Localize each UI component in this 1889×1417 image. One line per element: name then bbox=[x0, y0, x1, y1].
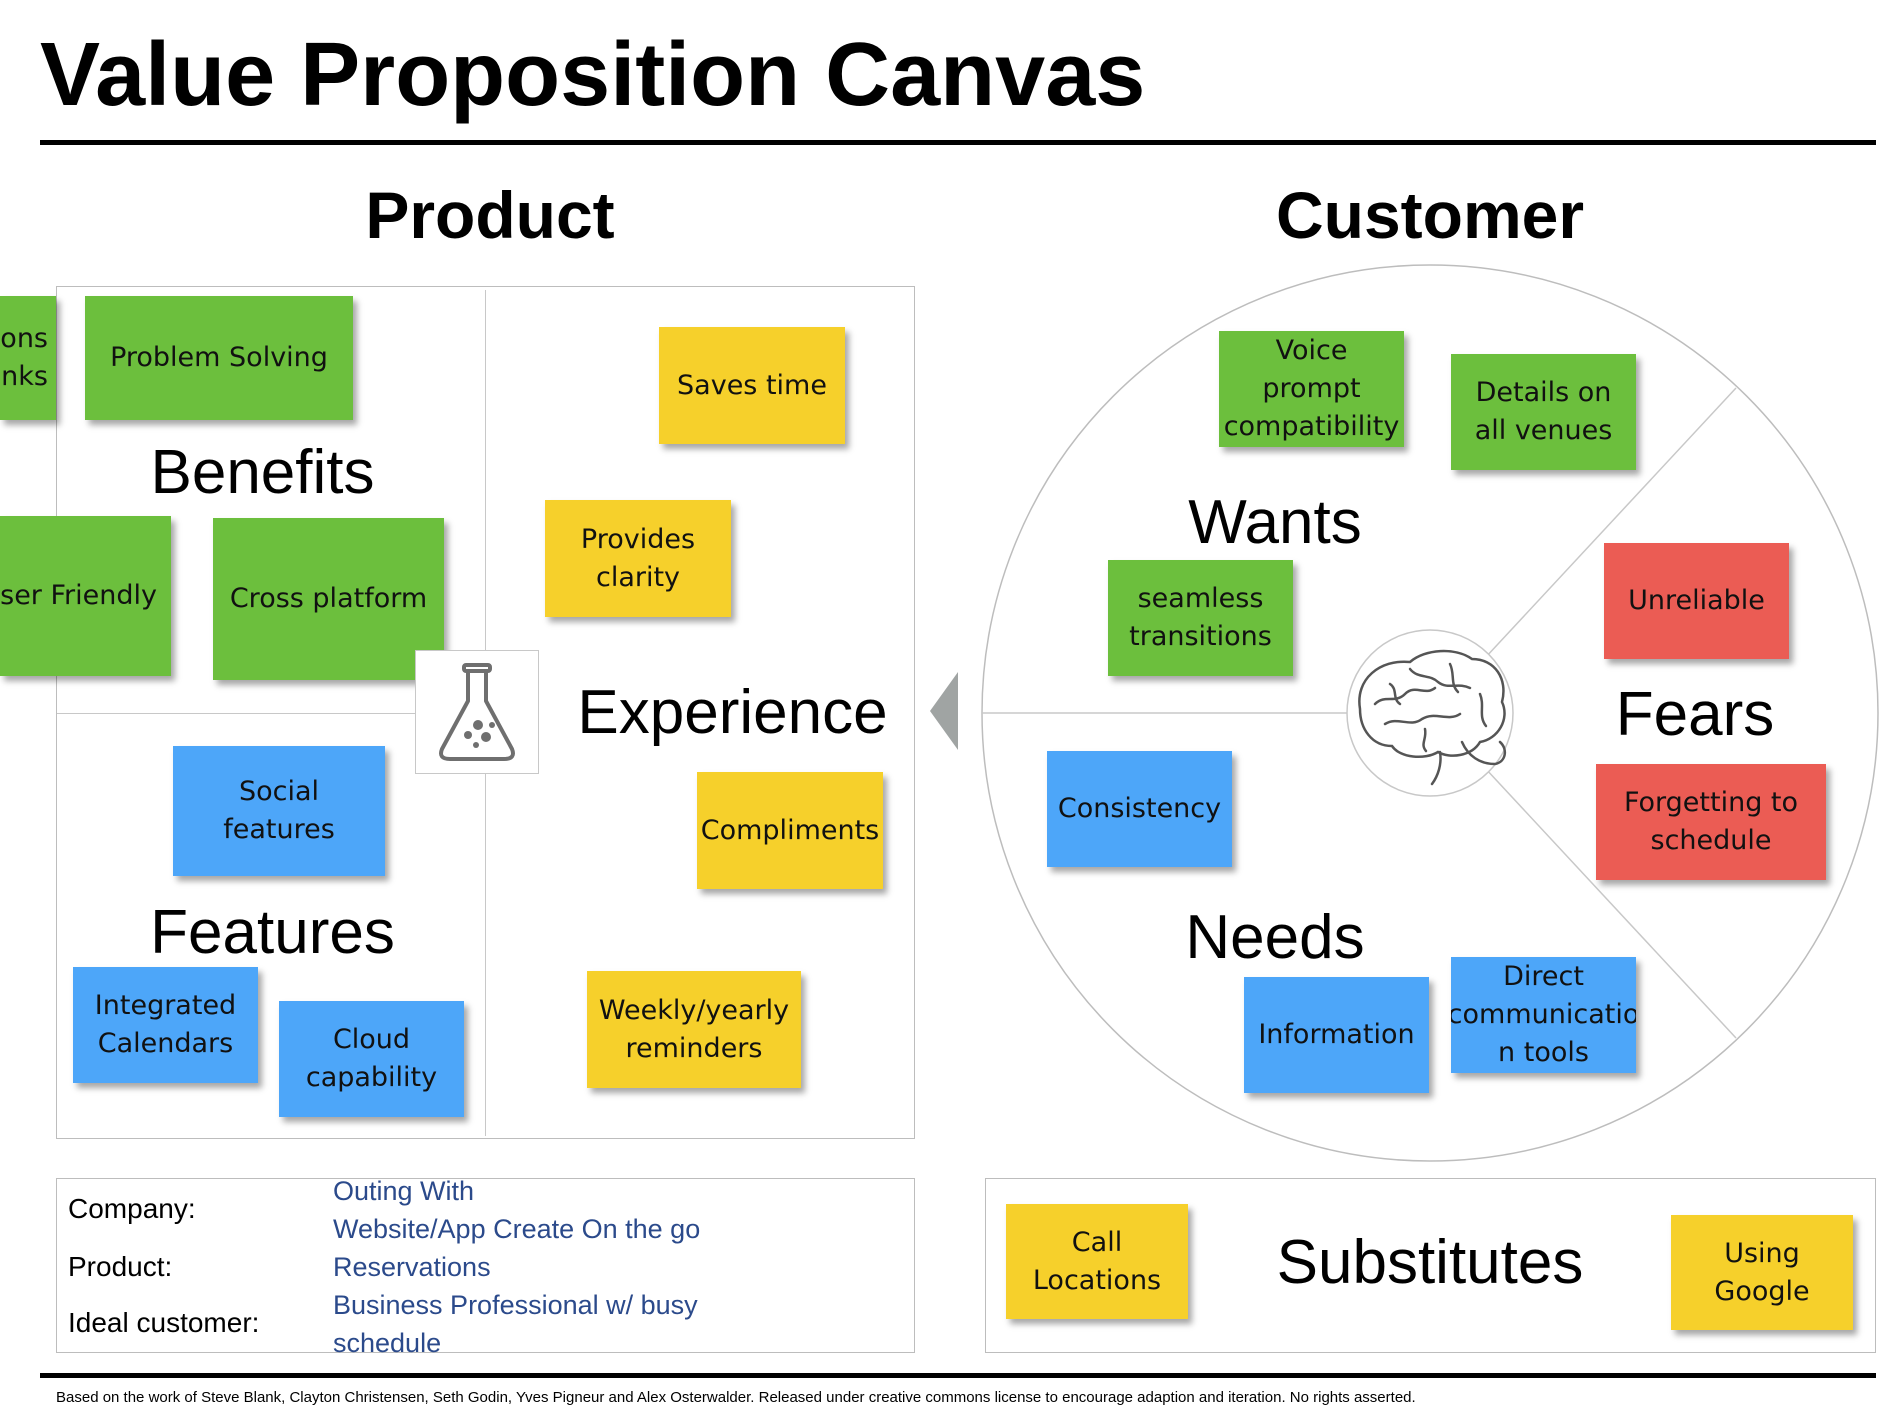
note-text: Weekly/yearly reminders bbox=[598, 994, 790, 1064]
sticky-note[interactable]: Details on all venues bbox=[1451, 354, 1636, 470]
sticky-note[interactable]: Compliments bbox=[697, 772, 883, 889]
top-rule bbox=[40, 140, 1876, 145]
brain-icon bbox=[1358, 649, 1507, 786]
note-text: Unreliable bbox=[1628, 585, 1765, 616]
note-text: Integrated Calendars bbox=[94, 990, 237, 1059]
sticky-note[interactable]: Voice prompt compatibility bbox=[1219, 331, 1404, 447]
fears-label: Fears bbox=[1615, 680, 1775, 749]
note-text: Forgetting to schedule bbox=[1623, 787, 1799, 856]
needs-label: Needs bbox=[1185, 903, 1365, 972]
sticky-note[interactable]: Forgetting to schedule bbox=[1596, 764, 1826, 880]
sticky-note[interactable]: Call Locations bbox=[1006, 1204, 1188, 1319]
bottom-rule bbox=[40, 1373, 1876, 1378]
note-text: Voice prompt compatibility bbox=[1223, 335, 1400, 442]
sticky-note[interactable]: Cross platform bbox=[213, 518, 444, 680]
company-label: Company: bbox=[68, 1193, 196, 1224]
note-text: Direct communicatio n tools bbox=[1451, 961, 1636, 1068]
flask-icon-box bbox=[415, 650, 539, 774]
note-text: ions nks bbox=[0, 323, 48, 392]
wants-label: Wants bbox=[1188, 488, 1362, 557]
note-text: Consistency bbox=[1057, 793, 1222, 824]
sticky-note[interactable]: Social features bbox=[173, 746, 385, 876]
info-line: Website/App Create On the go bbox=[333, 1214, 701, 1244]
sticky-note[interactable]: Cloud capability bbox=[279, 1001, 464, 1117]
note-text: Saves time bbox=[677, 369, 827, 401]
note-text: Cross platform bbox=[229, 583, 428, 614]
sticky-note[interactable]: seamless transitions bbox=[1108, 560, 1293, 676]
product-square bbox=[56, 286, 915, 1139]
sticky-note[interactable]: Direct communicatio n tools bbox=[1451, 957, 1636, 1073]
note-text: ser Friendly bbox=[0, 580, 157, 611]
benefits-label: Benefits bbox=[150, 438, 375, 507]
info-line: Business Professional w/ busy bbox=[333, 1290, 698, 1320]
note-text: Problem Solving bbox=[110, 342, 328, 373]
ideal-customer-label: Ideal customer: bbox=[68, 1307, 260, 1338]
company-info-box bbox=[56, 1178, 915, 1353]
sticky-note[interactable]: Problem Solving bbox=[85, 296, 353, 420]
flask-icon bbox=[439, 663, 515, 761]
note-text: Using Google bbox=[1714, 1237, 1810, 1307]
sticky-note[interactable]: Integrated Calendars bbox=[73, 967, 258, 1083]
sticky-note[interactable]: Provides clarity bbox=[545, 500, 731, 617]
fit-arrow-icon bbox=[930, 672, 958, 750]
note-text: Social features bbox=[223, 776, 335, 845]
substitutes-label: Substitutes bbox=[1276, 1228, 1584, 1297]
info-line: Outing With bbox=[333, 1176, 475, 1206]
info-line: Reservations bbox=[333, 1252, 491, 1282]
note-text: Information bbox=[1258, 1019, 1415, 1050]
note-text: Details on all venues bbox=[1474, 377, 1613, 446]
company-details: Outing With Website/App Create On the go… bbox=[333, 1172, 893, 1362]
note-text: Call Locations bbox=[1032, 1226, 1162, 1296]
note-text: Provides clarity bbox=[580, 523, 696, 593]
product-horizontal-divider bbox=[57, 713, 485, 714]
sticky-note[interactable]: Consistency bbox=[1047, 751, 1232, 867]
substitutes-box bbox=[985, 1178, 1876, 1353]
product-label: Product: bbox=[68, 1251, 173, 1282]
features-label: Features bbox=[150, 898, 395, 967]
page-title: Value Proposition Canvas bbox=[40, 25, 1146, 125]
note-text: Compliments bbox=[700, 814, 880, 846]
note-text: Cloud capability bbox=[305, 1024, 438, 1093]
sticky-note[interactable]: ions nks bbox=[0, 296, 56, 420]
sticky-note[interactable]: Using Google bbox=[1671, 1215, 1853, 1330]
sticky-note[interactable]: Information bbox=[1244, 977, 1429, 1093]
customer-heading: Customer bbox=[1275, 178, 1585, 252]
customer-profile-circle bbox=[981, 264, 1879, 1162]
info-line: schedule bbox=[333, 1328, 442, 1358]
experience-label: Experience bbox=[577, 678, 888, 747]
note-text: seamless transitions bbox=[1129, 583, 1272, 652]
attribution-footer: Based on the work of Steve Blank, Clayto… bbox=[56, 1389, 1416, 1406]
product-heading: Product bbox=[365, 178, 615, 252]
sticky-note[interactable]: Weekly/yearly reminders bbox=[587, 971, 801, 1088]
sticky-note[interactable]: Saves time bbox=[659, 327, 845, 444]
sticky-note[interactable]: ser Friendly bbox=[0, 516, 171, 676]
sticky-note[interactable]: Unreliable bbox=[1604, 543, 1789, 659]
